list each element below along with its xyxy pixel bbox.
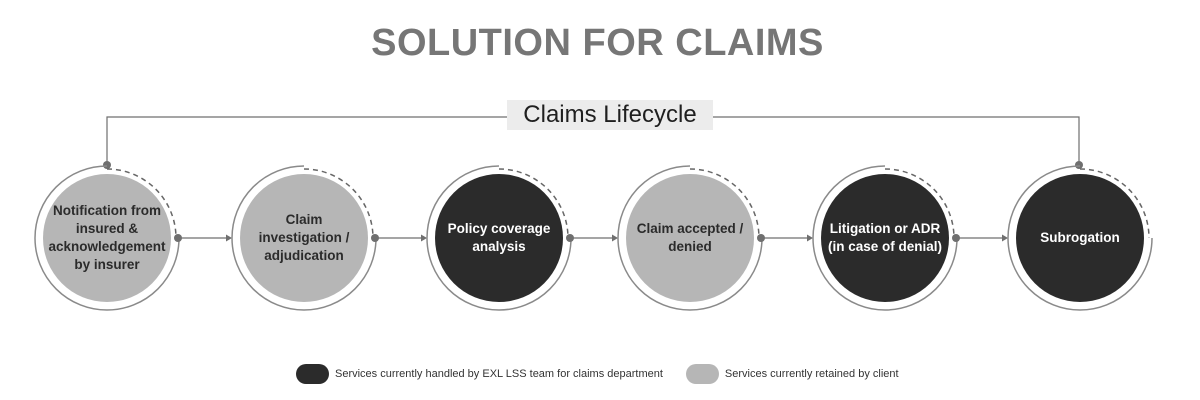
lifecycle-label: Claims Lifecycle <box>507 100 713 130</box>
legend-label-exl: Services currently handled by EXL LSS te… <box>335 368 663 380</box>
stage-connector-arrow <box>757 234 813 242</box>
stage-label: Notification from insured & acknowledgem… <box>48 203 166 272</box>
stage-circle-exl <box>821 174 949 302</box>
stage-node <box>812 165 958 311</box>
stage-outer-ring <box>34 165 180 311</box>
legend-item-client: Services currently retained by client <box>685 364 899 384</box>
stage-connector-arrow <box>174 234 232 242</box>
stage-connector-arrow <box>371 234 427 242</box>
stage-dashed-ring <box>884 168 955 239</box>
bracket-dot-left <box>103 161 111 169</box>
stage-outer-ring <box>426 165 572 311</box>
stage-label: Subrogation <box>1040 230 1120 245</box>
stage-node <box>231 165 377 311</box>
stage-dashed-ring <box>303 168 374 239</box>
stage-outer-ring <box>1007 165 1153 311</box>
stage-label: Claim accepted / denied <box>636 221 744 254</box>
stage-label: Claim investigation / adjudication <box>258 212 350 263</box>
legend-item-exl: Services currently handled by EXL LSS te… <box>296 364 663 384</box>
stage-dashed-ring <box>498 168 569 239</box>
stage-connector-arrow <box>566 234 618 242</box>
stage-node <box>1007 165 1153 311</box>
legend-swatch-exl <box>296 364 329 384</box>
stage-node <box>426 165 572 311</box>
stage-node <box>34 165 180 311</box>
stage-circle-client <box>240 174 368 302</box>
stage-circle-client <box>43 174 171 302</box>
bracket-dot-right <box>1075 161 1083 169</box>
stage-dashed-ring <box>106 168 177 239</box>
page-title: SOLUTION FOR CLAIMS <box>371 22 824 64</box>
stage-dashed-ring <box>689 168 760 239</box>
legend-swatch-client <box>685 364 719 384</box>
stage-label: Litigation or ADR (in case of denial) <box>827 221 943 254</box>
stage-circle-client <box>626 174 754 302</box>
stage-outer-ring <box>231 165 377 311</box>
stage-connector-arrow <box>952 234 1008 242</box>
stage-dashed-ring <box>1079 168 1150 239</box>
stage-label: Policy coverage analysis <box>447 221 551 254</box>
legend-label-client: Services currently retained by client <box>724 368 899 380</box>
legend: Services currently handled by EXL LSS te… <box>296 364 899 384</box>
stage-outer-ring <box>812 165 958 311</box>
stage-outer-ring <box>617 165 763 311</box>
stage-circle-exl <box>435 174 563 302</box>
stage-circle-exl <box>1016 174 1144 302</box>
stage-node <box>617 165 763 311</box>
